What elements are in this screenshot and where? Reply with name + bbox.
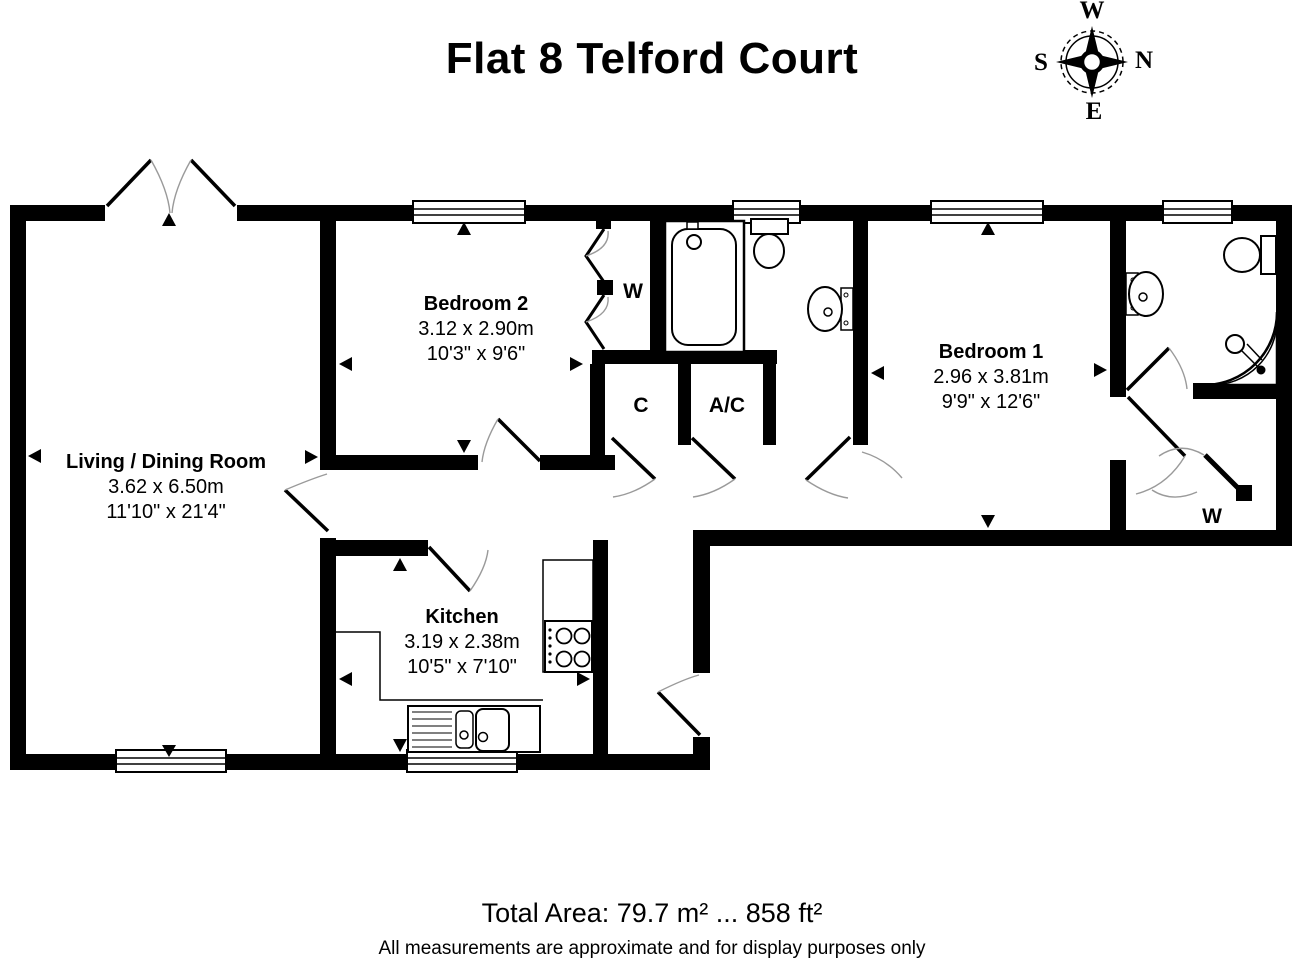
compass-south-label: S	[1034, 49, 1048, 76]
bedroom2-arrow-right	[570, 357, 583, 371]
ensuite-door	[1125, 346, 1188, 392]
living-arrow-up	[162, 213, 176, 226]
bedroom2-label: Bedroom 2 3.12 x 2.90m 10'3" x 9'6"	[418, 292, 534, 367]
kitchen-window	[406, 749, 518, 773]
page-title: Flat 8 Telford Court	[445, 34, 859, 83]
kitchen-door	[427, 545, 489, 593]
doors	[105, 158, 1252, 737]
fixtures	[336, 218, 1279, 753]
kitchen-arrow-up	[393, 558, 407, 571]
living-arrow-right	[305, 450, 318, 464]
room-imperial-dims: 10'3" x 9'6"	[426, 343, 526, 365]
room-imperial-dims: 10'5" x 7'10"	[407, 656, 517, 678]
compass-north-label: N	[1134, 47, 1154, 74]
compass-east-label: E	[1085, 98, 1103, 125]
airing-cupboard-door	[690, 436, 737, 498]
bedroom1-doorway-arc	[861, 451, 903, 479]
bedroom1-arrow-left	[871, 366, 884, 380]
bedroom1-window	[930, 200, 1044, 224]
room-name: Kitchen	[425, 606, 499, 628]
bedroom2-wardrobe-doors	[584, 228, 609, 350]
living-room-door	[283, 473, 330, 533]
room-metric-dims: 3.19 x 2.38m	[404, 631, 520, 653]
compass-rose-icon	[1056, 26, 1128, 98]
kitchen-label: Kitchen 3.19 x 2.38m 10'5" x 7'10"	[404, 605, 520, 680]
room-metric-dims: 2.96 x 3.81m	[933, 366, 1049, 388]
ensuite-window	[1162, 200, 1233, 224]
stove	[544, 620, 593, 673]
kitchen-arrow-left	[339, 672, 352, 686]
kitchen-arrow-down	[393, 739, 407, 752]
bedroom1-wardrobe-label: W	[1202, 505, 1222, 528]
room-name: Bedroom 1	[938, 341, 1044, 363]
compass-west-label: W	[1079, 0, 1105, 24]
kitchen-sink	[407, 705, 541, 753]
closet-door	[610, 436, 657, 498]
living-arrow-left	[28, 449, 41, 463]
bedroom1-arrow-right	[1094, 363, 1107, 377]
dressing-area-door	[1126, 395, 1187, 495]
airing-cupboard-label: A/C	[708, 394, 746, 417]
toilet	[750, 218, 789, 269]
bathtub	[663, 219, 746, 354]
corner-shower	[1203, 311, 1279, 387]
bedroom2-arrow-down	[457, 440, 471, 453]
bedroom1-arrow-down	[981, 515, 995, 528]
total-area-text: Total Area: 79.7 m² ... 858 ft²	[481, 898, 823, 928]
ensuite-toilet	[1223, 235, 1277, 275]
bedroom2-window	[412, 200, 526, 224]
bedroom1-arrow-up	[981, 222, 995, 235]
ensuite-sink	[1125, 271, 1164, 317]
bedroom2-wardrobe-label: W	[623, 280, 643, 303]
corner-wardrobe-doors	[1151, 447, 1252, 501]
bathroom-sink	[807, 286, 854, 332]
room-name: Living / Dining Room	[66, 451, 266, 473]
bedroom2-arrow-left	[339, 357, 352, 371]
bathroom-window	[732, 200, 801, 224]
disclaimer-text: All measurements are approximate and for…	[378, 938, 926, 959]
bathroom-door	[804, 435, 852, 499]
closet-label: C	[633, 394, 649, 417]
dimension-arrows	[28, 213, 1107, 757]
room-metric-dims: 3.12 x 2.90m	[418, 318, 534, 340]
living-window	[115, 749, 227, 773]
bedroom2-door	[481, 417, 542, 463]
windows	[115, 200, 1233, 773]
room-name: Bedroom 2	[423, 293, 529, 315]
kitchen-arrow-right	[577, 672, 590, 686]
entry-door	[656, 674, 702, 737]
french-doors	[105, 158, 237, 214]
room-metric-dims: 3.62 x 6.50m	[108, 476, 224, 498]
room-imperial-dims: 11'10" x 21'4"	[106, 501, 226, 523]
living-arrow-down	[162, 745, 176, 757]
bedroom2-arrow-up	[457, 222, 471, 235]
room-imperial-dims: 9'9" x 12'6"	[941, 391, 1041, 413]
living-room-label: Living / Dining Room 3.62 x 6.50m 11'10"…	[66, 450, 266, 525]
bedroom1-label: Bedroom 1 2.96 x 3.81m 9'9" x 12'6"	[933, 340, 1049, 415]
